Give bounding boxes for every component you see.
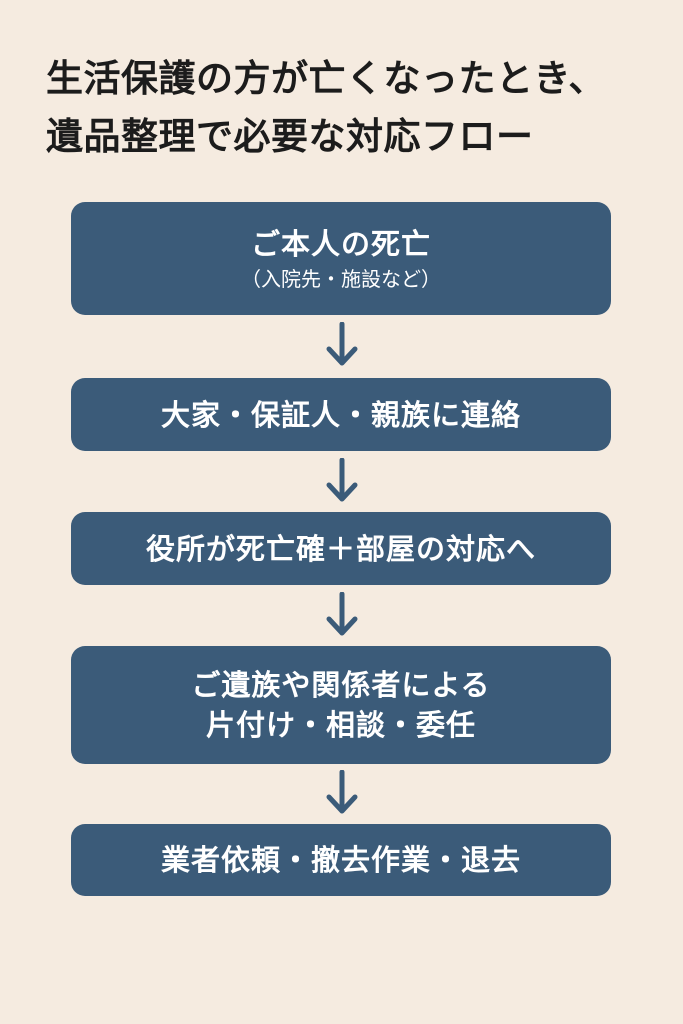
flow-step-family: ご遺族や関係者による 片付け・相談・委任 (71, 646, 611, 764)
flow-step-contact: 大家・保証人・親族に連絡 (71, 378, 611, 451)
flow-step-death: ご本人の死亡 （入院先・施設など） (71, 202, 611, 315)
arrow-down-icon (326, 592, 358, 636)
flow-step-family-label: ご遺族や関係者による (191, 668, 491, 702)
arrow-down-icon (326, 458, 358, 502)
page-title-line-2: 遺品整理で必要な対応フロー (46, 115, 534, 158)
flow-step-contractor: 業者依頼・撤去作業・退去 (71, 824, 611, 896)
flow-step-city-office: 役所が死亡確＋部屋の対応へ (71, 512, 611, 585)
flow-step-family-label-2: 片付け・相談・委任 (205, 708, 476, 742)
flow-step-death-label: ご本人の死亡 (250, 226, 431, 261)
flow-step-death-note: （入院先・施設など） (241, 266, 441, 291)
page-title: 生活保護の方が亡くなったとき、 遺品整理で必要な対応フロー (46, 50, 666, 166)
flow-step-city-office-label: 役所が死亡確＋部屋の対応へ (145, 531, 536, 566)
arrow-down-icon (326, 770, 358, 814)
flow-step-contractor-label: 業者依頼・撤去作業・退去 (160, 843, 521, 877)
flow-step-contact-label: 大家・保証人・親族に連絡 (160, 397, 521, 432)
arrow-down-icon (326, 322, 358, 366)
page-title-line-1: 生活保護の方が亡くなったとき、 (46, 57, 606, 100)
